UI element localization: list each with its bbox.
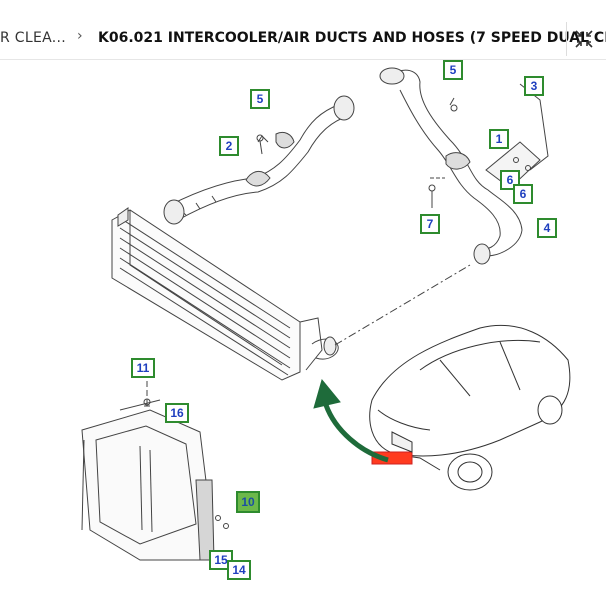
callout-3[interactable]: 3 [524, 76, 544, 96]
callout-2[interactable]: 2 [219, 136, 239, 156]
breadcrumb-previous[interactable]: R CLEA... [0, 30, 66, 46]
right-air-duct-part [379, 67, 549, 265]
callout-11[interactable]: 11 [131, 358, 155, 378]
callout-16[interactable]: 16 [165, 403, 189, 423]
intercooler-part [111, 207, 339, 381]
callout-10-highlighted[interactable]: 10 [236, 491, 260, 513]
callout-14[interactable]: 14 [227, 560, 251, 580]
callout-5-top-right[interactable]: 5 [443, 60, 463, 80]
vehicle-outline [369, 324, 571, 491]
callout-6-lower[interactable]: 6 [513, 184, 533, 204]
parts-diagram: 5 2 5 1 3 6 6 7 4 11 16 10 15 14 [0, 60, 606, 596]
breadcrumb-separator: › [77, 28, 83, 44]
callout-1[interactable]: 1 [489, 129, 509, 149]
callout-5-top-left[interactable]: 5 [250, 89, 270, 109]
header-bar: R CLEA... › K06.021 INTERCOOLER/AIR DUCT… [0, 0, 606, 60]
callout-4[interactable]: 4 [537, 218, 557, 238]
exploded-view-drawing [81, 67, 571, 561]
left-air-duct-part [163, 95, 355, 225]
front-end-carrier-part [81, 398, 229, 561]
location-arrow [323, 404, 389, 463]
fullscreen-toggle-button[interactable] [566, 22, 600, 56]
callout-7[interactable]: 7 [420, 214, 440, 234]
page-title: K06.021 INTERCOOLER/AIR DUCTS AND HOSES … [98, 30, 606, 46]
collapse-arrows-icon [574, 30, 593, 48]
